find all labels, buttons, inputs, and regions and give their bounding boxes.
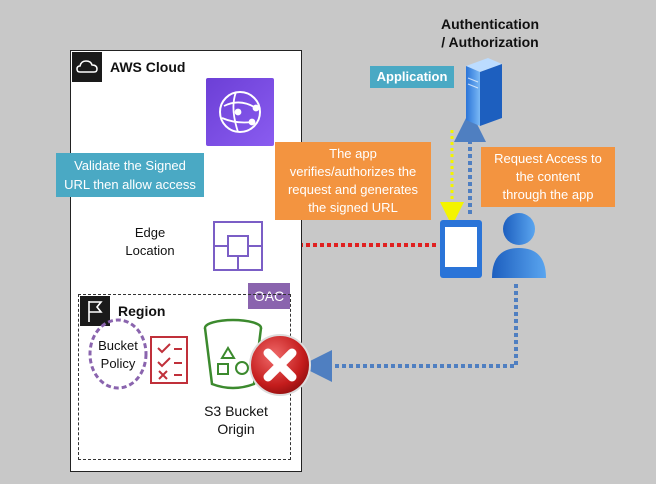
mobile-device-icon	[438, 218, 484, 280]
cloudfront-icon	[206, 78, 274, 146]
server-icon	[458, 56, 506, 128]
flag-icon	[80, 296, 110, 326]
aws-cloud-title: AWS Cloud	[110, 59, 186, 75]
application-label: Application	[370, 66, 454, 88]
user-icon	[490, 210, 548, 280]
bucket-policy: Bucket Policy	[88, 318, 148, 390]
edge-location-label: Edge Location	[125, 225, 175, 258]
s3-bucket-origin-label: S3 Bucket Origin	[204, 403, 268, 437]
blocked-x-icon	[248, 333, 312, 397]
cloud-icon	[72, 52, 102, 82]
checklist-icon	[150, 336, 188, 384]
app-verifies-label: The app verifies/authorizes the request …	[275, 142, 431, 220]
oac-label: OAC	[248, 283, 290, 309]
region-title: Region	[118, 303, 166, 319]
s3-bucket-icon	[202, 318, 264, 392]
auth-title: Authentication / Authorization	[441, 16, 539, 50]
validate-signed-url-label: Validate the Signed URL then allow acces…	[56, 153, 204, 197]
edge-location-icon	[212, 220, 264, 272]
request-access-label: Request Access to the content through th…	[481, 147, 615, 207]
connector-user-s3	[300, 284, 518, 382]
